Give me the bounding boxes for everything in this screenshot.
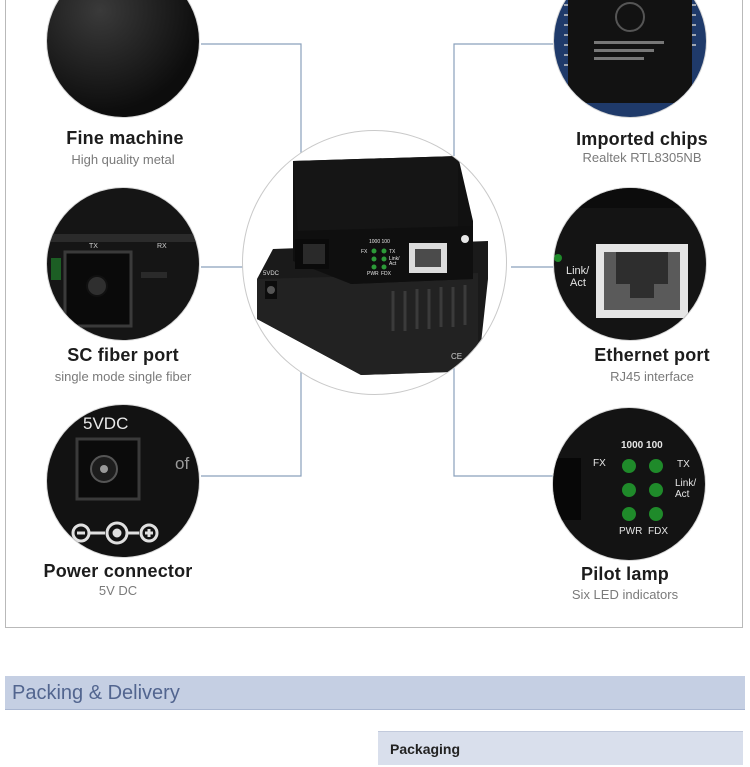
media-converter-illustration: 5VDC CE 1000 100 FX TX Link/ Act PWR FDX [257,156,488,375]
imported-chips-title: Imported chips [576,129,708,149]
ethernet-port-subtitle: RJ45 interface [610,369,694,384]
features-panel [5,0,743,628]
power-connector-subtitle: 5V DC [98,583,138,598]
connector-lines [201,43,554,477]
pwr-label: PWR [619,526,642,537]
pilot-lamp-photo: 1000 100 FX TX Link/ Act PWR FDX [553,408,705,560]
ethernet-port-photo: Link/ Act [554,188,706,340]
product-photo-circle: 5VDC CE 1000 100 FX TX Link/ Act PWR FDX [243,131,506,394]
of-fragment-label: of [175,454,189,473]
center-link-label: Link/ [389,256,400,262]
center-act-label: Act [389,261,397,267]
tx-led-label: TX [677,459,690,470]
tx-label: TX [89,243,98,250]
rx-label: RX [157,243,167,250]
sc-fiber-port-title: SC fiber port [67,345,179,365]
center-5vdc-label: 5VDC [263,271,280,277]
fx-label: FX [593,458,606,469]
packaging-table-header: Packaging [378,731,743,765]
fine-machine-subtitle: High quality metal [71,152,175,167]
pilot-lamp-subtitle: Six LED indicators [571,587,679,602]
fine-machine-title: Fine machine [66,128,184,148]
imported-chips-photo [554,0,706,117]
packing-delivery-header: Packing & Delivery [5,676,745,710]
led-link-label: Link/ [675,478,696,489]
center-fdx-label: FDX [381,271,392,277]
link-act-line2: Act [570,277,586,289]
imported-chips-subtitle: Realtek RTL8305NB [582,150,702,165]
ethernet-port-title: Ethernet port [594,345,710,365]
packing-delivery-title: Packing & Delivery [12,682,180,704]
led-speed-header: 1000 100 [621,440,663,451]
center-speed-label: 1000 100 [369,239,390,245]
power-connector-photo: 5VDC of [47,405,199,557]
fdx-label: FDX [648,526,668,537]
led-act-label: Act [675,489,690,500]
fine-machine-photo [47,0,199,117]
center-tx-label: TX [389,249,396,255]
packaging-title: Packaging [390,741,461,757]
center-fx-label: FX [361,249,368,255]
sc-fiber-port-subtitle: single mode single fiber [54,369,192,384]
5vdc-label: 5VDC [83,414,128,433]
link-act-line1: Link/ [566,265,590,277]
sc-fiber-port-photo: TX RX [47,188,199,340]
pilot-lamp-title: Pilot lamp [580,564,669,584]
power-connector-title: Power connector [43,561,193,581]
ce-mark: CE [451,352,462,361]
center-pwr-label: PWR [367,271,379,277]
